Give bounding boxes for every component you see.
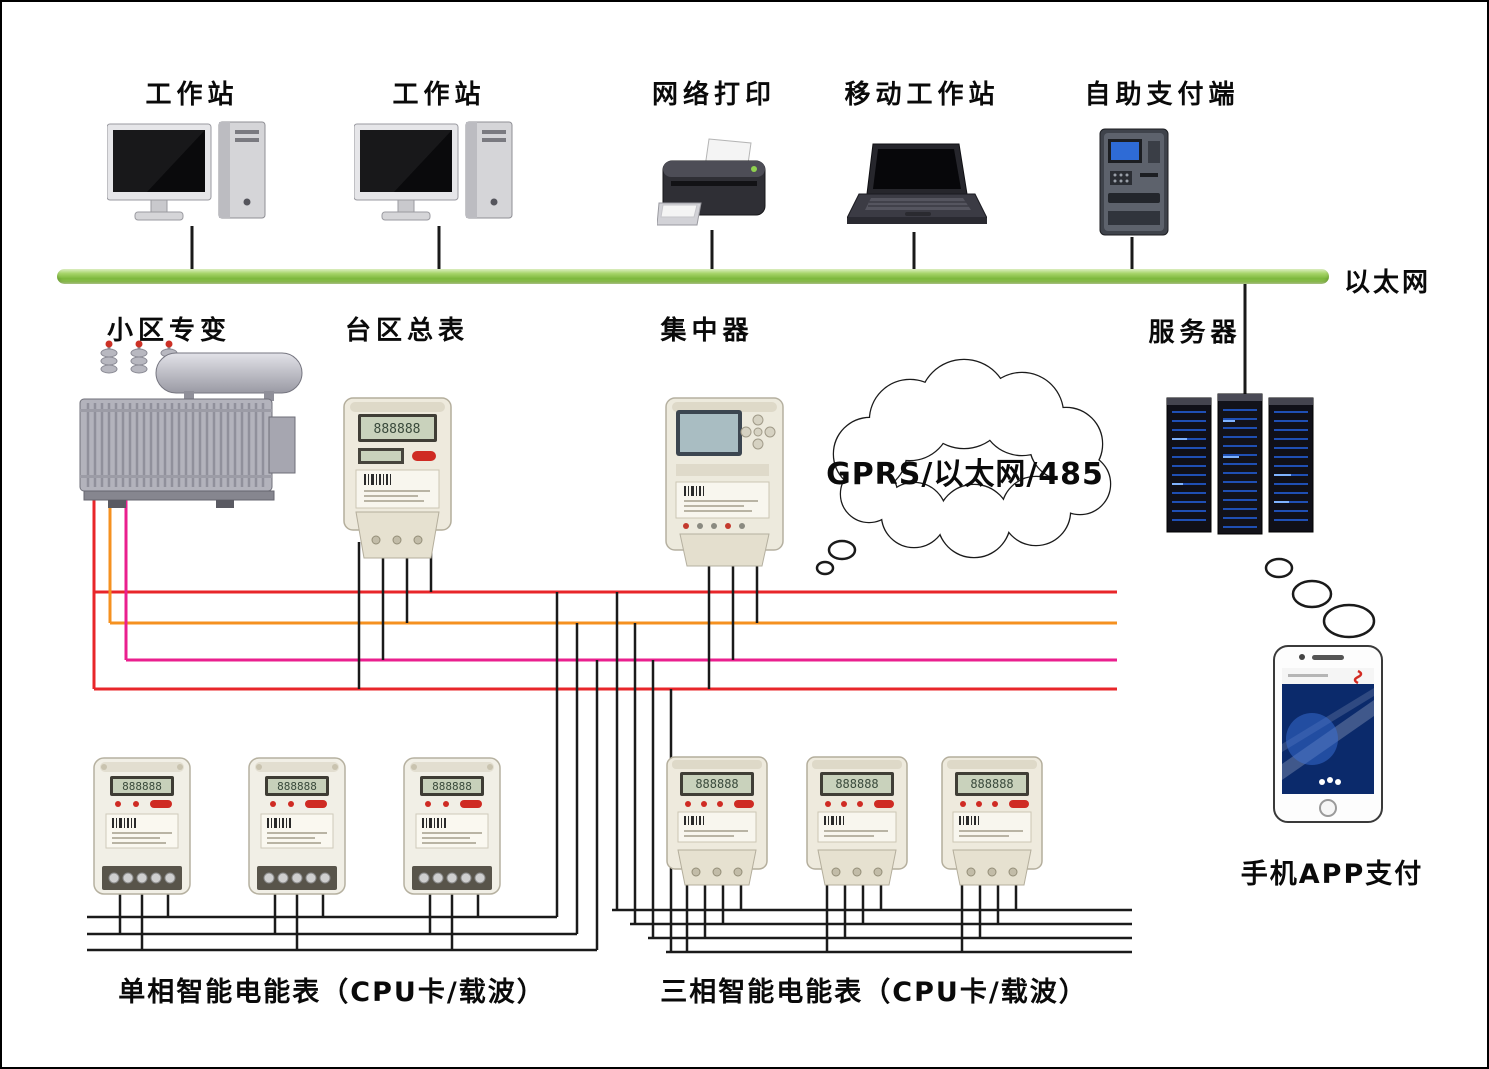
server-tower: [1166, 397, 1212, 533]
label-self-service-payment: 自助支付端: [1084, 80, 1240, 110]
three-phase-meter-2: 888888: [804, 754, 910, 896]
server-rack-device: [1165, 390, 1315, 542]
label-server: 服务器: [1148, 318, 1242, 348]
concentrator-terminal-cover: [679, 533, 770, 567]
label-single-phase-meters: 单相智能电能表（CPU卡/载波）: [118, 977, 546, 1008]
monitor-base: [134, 211, 184, 221]
server-tower: [1268, 397, 1314, 533]
meter-lcd-reading: 888888: [432, 780, 472, 793]
meter-button: [412, 451, 436, 461]
printer-power-led: [751, 166, 757, 172]
meter-button: [150, 800, 172, 808]
meter-lcd-reading: 888888: [374, 422, 421, 437]
phone-home-button: [1319, 799, 1337, 817]
server-phone-bubbles: [1264, 557, 1376, 639]
master-meter-device: 888888: [340, 394, 455, 570]
computer-monitor: [353, 123, 459, 221]
meter-lcd-reading: 888888: [970, 777, 1013, 791]
ethernet-bus-bar: [57, 269, 1329, 284]
ethernet-drop-wires: [190, 226, 1134, 270]
meter-lcd-reading: 888888: [695, 777, 738, 791]
concentrator-device: [662, 394, 787, 576]
meter-button: [874, 800, 894, 808]
transformer-base: [83, 490, 275, 501]
phone-speaker: [1312, 655, 1344, 660]
label-network-printer: 网络打印: [651, 80, 777, 110]
red-bus-wire: [92, 472, 1117, 691]
field-bus-wires: [92, 472, 1117, 691]
concentrator-leds: [683, 523, 745, 529]
label-ethernet: 以太网: [1344, 268, 1432, 298]
cloud-tail-bubble: [815, 560, 835, 576]
three-phase-meter-3: 888888: [939, 754, 1045, 896]
phone-app-logo: [1353, 669, 1363, 685]
workstation-1-device: [106, 120, 272, 232]
meter-button: [734, 800, 754, 808]
label-mobile-workstation: 移动工作站: [844, 80, 1000, 110]
workstation-2-device: [353, 120, 519, 232]
three-phase-meter-1: 888888: [664, 754, 770, 896]
payment-kiosk-device: [1094, 127, 1174, 243]
label-phone-app-payment: 手机APP支付: [1240, 859, 1424, 890]
label-workstation-1: 工作站: [145, 80, 239, 110]
label-three-phase-meters: 三相智能电能表（CPU卡/载波）: [660, 977, 1088, 1008]
kiosk-card-slot: [1140, 173, 1158, 177]
computer-tower: [218, 121, 266, 219]
server-tower: [1217, 393, 1263, 535]
cloud-tail-bubble: [827, 539, 857, 561]
label-master-meter: 台区总表: [344, 316, 470, 346]
phone-screen: [1282, 668, 1374, 794]
single-phase-meter-3: 888888: [400, 754, 504, 906]
single-phase-meter-1: 888888: [90, 754, 194, 906]
concentrator-buttons: [740, 414, 776, 450]
monitor-stand: [150, 199, 168, 213]
label-transformer: 小区专变: [106, 316, 232, 346]
label-workstation-2: 工作站: [392, 80, 486, 110]
single-phase-meter-2: 888888: [245, 754, 349, 906]
kiosk-keypad: [1110, 171, 1132, 185]
computer-tower: [465, 121, 513, 219]
device-drop-wires: [87, 542, 1132, 954]
meter-lcd-reading: 888888: [835, 777, 878, 791]
smartphone-device: [1272, 644, 1384, 828]
laptop-device: [846, 142, 988, 241]
kiosk-dispenser-slot: [1108, 193, 1160, 203]
transformer-device: [64, 337, 309, 536]
transformer-conservator-tank: [155, 352, 303, 394]
computer-monitor: [106, 123, 212, 221]
meter-terminal-cover: [355, 511, 440, 559]
monitor-stand: [397, 199, 415, 213]
printer-device: [656, 137, 772, 241]
transformer-radiator-fins: [86, 403, 265, 487]
phone-camera: [1299, 654, 1305, 660]
meter-button: [1009, 800, 1029, 808]
meter-button: [460, 800, 482, 808]
gprs-cloud: [815, 358, 1112, 576]
meter-lcd-reading: 888888: [122, 780, 162, 793]
meter-lcd-reading: 888888: [277, 780, 317, 793]
label-cloud-gprs: GPRS/以太网/485: [826, 457, 1104, 492]
label-concentrator: 集中器: [660, 316, 754, 346]
monitor-base: [381, 211, 431, 221]
meter-button: [305, 800, 327, 808]
laptop-touchpad: [905, 212, 931, 216]
